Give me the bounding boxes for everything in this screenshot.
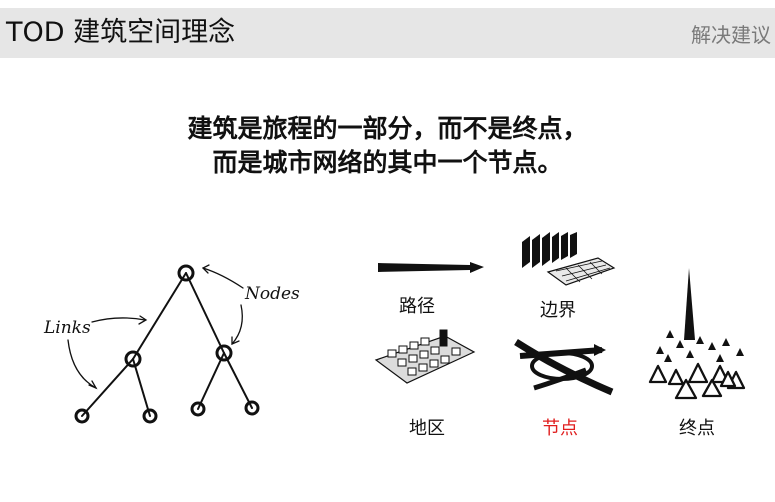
network-node-leaf-3 bbox=[190, 401, 206, 417]
district-icon bbox=[374, 329, 476, 384]
headline-line-2: 而是城市网络的其中一个节点。 bbox=[212, 148, 563, 177]
network-node-root bbox=[177, 264, 195, 282]
network-edges bbox=[81, 272, 253, 417]
node-label: 节点 bbox=[542, 418, 578, 439]
page-title: TOD 建筑空间理念 bbox=[6, 17, 236, 48]
headline-line-1: 建筑是旅程的一部分，而不是终点， bbox=[187, 114, 588, 143]
network-node-left bbox=[124, 350, 142, 368]
annotation-arrows bbox=[67, 264, 244, 390]
network-node-leaf-4 bbox=[244, 400, 260, 416]
network-node-leaf-2 bbox=[142, 408, 158, 424]
landmark-label: 终点 bbox=[679, 418, 715, 439]
node-icon bbox=[514, 339, 614, 396]
section-label: 解决建议 bbox=[691, 23, 771, 47]
network-sketch: Links Nodes bbox=[43, 264, 300, 424]
path-icon bbox=[378, 262, 484, 273]
edge-label: 边界 bbox=[540, 300, 576, 321]
network-node-right bbox=[215, 344, 233, 362]
district-label: 地区 bbox=[409, 418, 445, 439]
nodes-label: Nodes bbox=[244, 284, 300, 304]
landmark-icon bbox=[648, 268, 746, 400]
network-node-leaf-1 bbox=[74, 408, 90, 424]
links-label: Links bbox=[43, 318, 91, 338]
header-bar: TOD 建筑空间理念 解决建议 bbox=[0, 8, 775, 58]
path-label: 路径 bbox=[399, 296, 435, 317]
headline: 建筑是旅程的一部分，而不是终点， 而是城市网络的其中一个节点。 bbox=[0, 112, 775, 180]
edge-icon bbox=[522, 232, 616, 286]
